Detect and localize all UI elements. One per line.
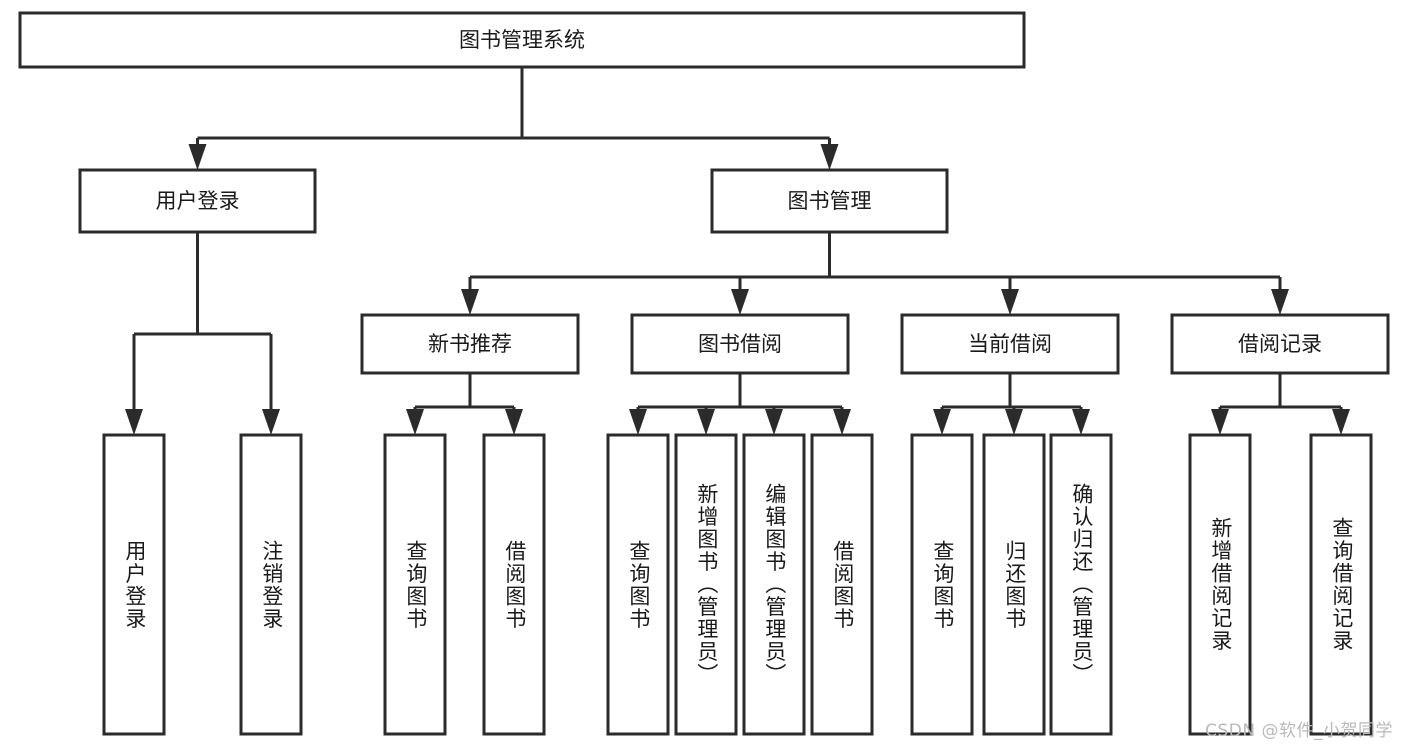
arrow-head-icon-leaf-edit-book bbox=[765, 409, 783, 435]
node-leaf-borrow-book-2[interactable] bbox=[810, 433, 874, 736]
node-borrow-record-rect[interactable] bbox=[1170, 313, 1390, 375]
arrow-head-icon-bookmanage-2 bbox=[1001, 289, 1019, 315]
node-leaf-confirm-return[interactable] bbox=[1049, 433, 1113, 736]
arrow-head-icon-leaf-query-record bbox=[1332, 409, 1350, 435]
node-leaf-borrow-book-1-rect[interactable] bbox=[482, 433, 546, 736]
arrow-head-icon-leaf-user-logout bbox=[262, 409, 280, 435]
arrow-head-icon-leaf-borrow-book-1 bbox=[505, 409, 523, 435]
node-leaf-query-book-2[interactable] bbox=[606, 433, 670, 736]
node-title-system-label: 图书管理系统 bbox=[459, 28, 585, 52]
arrow-head-icon-bookmanage-3 bbox=[1271, 289, 1289, 315]
node-new-book-rec-rect[interactable] bbox=[360, 313, 580, 375]
arrow-head-icon-leaf-confirm-return bbox=[1072, 409, 1090, 435]
node-leaf-add-record[interactable] bbox=[1188, 433, 1252, 736]
node-leaf-return-book[interactable] bbox=[982, 433, 1046, 736]
arrow-head-icon-leaf-query-book-3 bbox=[933, 409, 951, 435]
node-leaf-query-record[interactable] bbox=[1309, 433, 1373, 736]
node-leaf-add-book-rect[interactable] bbox=[674, 433, 738, 736]
node-leaf-user-login[interactable] bbox=[102, 433, 166, 736]
arrow-head-icon-leaf-query-book-1 bbox=[406, 409, 424, 435]
node-current-borrow-label: 当前借阅 bbox=[968, 332, 1052, 356]
node-leaf-edit-book-rect[interactable] bbox=[742, 433, 806, 736]
node-leaf-user-logout-rect[interactable] bbox=[239, 433, 303, 736]
node-leaf-query-book-2-rect[interactable] bbox=[606, 433, 670, 736]
arrow-head-icon-root-0 bbox=[188, 144, 207, 170]
node-leaf-query-book-3-rect[interactable] bbox=[910, 433, 974, 736]
node-title-system-rect[interactable] bbox=[18, 11, 1026, 69]
node-book-manage-label: 图书管理 bbox=[788, 189, 872, 213]
node-book-manage-rect[interactable] bbox=[710, 168, 949, 234]
arrow-head-icon-leaf-user-login bbox=[125, 409, 143, 435]
node-leaf-confirm-return-rect[interactable] bbox=[1049, 433, 1113, 736]
node-user-login-label: 用户登录 bbox=[156, 189, 240, 213]
node-book-borrow[interactable]: 图书借阅 bbox=[630, 313, 850, 375]
node-book-borrow-rect[interactable] bbox=[630, 313, 850, 375]
node-leaf-return-book-rect[interactable] bbox=[982, 433, 1046, 736]
arrow-head-icon-root-1 bbox=[820, 144, 839, 170]
arrow-head-icon-bookmanage-0 bbox=[461, 289, 479, 315]
node-leaf-add-record-rect[interactable] bbox=[1188, 433, 1252, 736]
node-leaf-user-login-rect[interactable] bbox=[102, 433, 166, 736]
node-user-login-rect[interactable] bbox=[78, 168, 317, 234]
node-leaf-query-record-rect[interactable] bbox=[1309, 433, 1373, 736]
node-leaf-edit-book[interactable] bbox=[742, 433, 806, 736]
node-leaf-borrow-book-1[interactable] bbox=[482, 433, 546, 736]
arrow-head-icon-leaf-add-book bbox=[697, 409, 715, 435]
node-book-manage[interactable]: 图书管理 bbox=[710, 168, 949, 234]
node-leaf-query-book-3[interactable] bbox=[910, 433, 974, 736]
connector-lines bbox=[125, 67, 1350, 435]
node-user-login[interactable]: 用户登录 bbox=[78, 168, 317, 234]
node-leaf-add-book[interactable] bbox=[674, 433, 738, 736]
arrow-head-icon-leaf-add-record bbox=[1211, 409, 1229, 435]
node-leaf-query-book-1-rect[interactable] bbox=[383, 433, 447, 736]
node-leaf-query-book-1[interactable] bbox=[383, 433, 447, 736]
arrow-head-icon-bookmanage-1 bbox=[731, 289, 749, 315]
watermark-text: CSDN @软件_小贺同学 bbox=[1205, 721, 1393, 741]
node-title-system[interactable]: 图书管理系统 bbox=[18, 11, 1026, 69]
arrow-head-icon-leaf-return-book bbox=[1005, 409, 1023, 435]
arrow-head-icon-leaf-borrow-book-2 bbox=[833, 409, 851, 435]
node-new-book-rec-label: 新书推荐 bbox=[428, 332, 512, 356]
arrow-head-icon-leaf-query-book-2 bbox=[629, 409, 647, 435]
node-book-borrow-label: 图书借阅 bbox=[698, 332, 782, 356]
node-borrow-record[interactable]: 借阅记录 bbox=[1170, 313, 1390, 375]
node-leaf-borrow-book-2-rect[interactable] bbox=[810, 433, 874, 736]
node-leaf-user-logout[interactable] bbox=[239, 433, 303, 736]
node-borrow-record-label: 借阅记录 bbox=[1238, 332, 1322, 356]
node-current-borrow-rect[interactable] bbox=[900, 313, 1120, 375]
node-new-book-rec[interactable]: 新书推荐 bbox=[360, 313, 580, 375]
node-current-borrow[interactable]: 当前借阅 bbox=[900, 313, 1120, 375]
